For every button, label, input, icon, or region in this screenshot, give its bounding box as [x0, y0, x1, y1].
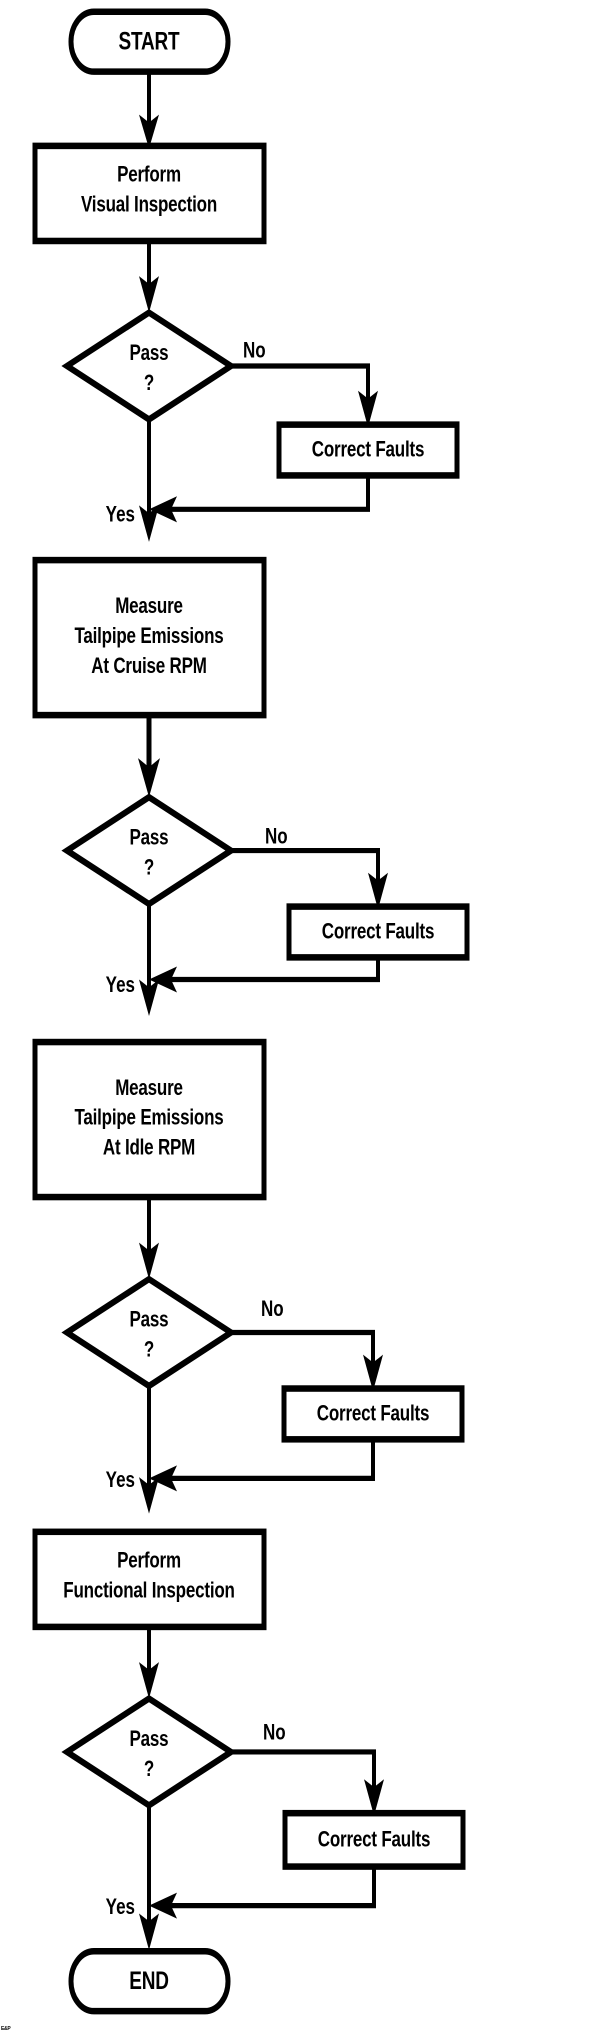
node-decision2-line2: ? [144, 856, 154, 881]
node-measure-cruise[interactable]: Measure Tailpipe Emissions At Cruise RPM [32, 556, 267, 719]
node-start-label: START [119, 27, 181, 55]
node-correct-faults-2-label: Correct Faults [322, 919, 435, 944]
node-measure-idle[interactable]: Measure Tailpipe Emissions At Idle RPM [32, 1038, 267, 1201]
node-correct-faults-3[interactable]: Correct Faults [281, 1385, 465, 1443]
connector-visual-to-decision1 [139, 240, 159, 313]
connector-correct2-return [149, 957, 380, 993]
connector-correct4-return [149, 1866, 376, 1919]
node-decision1-line1: Pass [130, 341, 169, 366]
node-decision1[interactable]: Pass ? [61, 308, 237, 424]
node-correct-faults-3-label: Correct Faults [317, 1401, 430, 1426]
edge-label-yes1: Yes [106, 503, 135, 528]
node-measure-cruise-line1: Measure [115, 594, 183, 619]
connector-decision2-yes [139, 903, 159, 1016]
connector-correct3-return [149, 1439, 375, 1492]
connector-functional-to-decision4 [139, 1626, 159, 1699]
connector-decision3-no [231, 1329, 383, 1392]
watermark-text: E&P [1, 2026, 11, 2032]
node-functional-inspection-line2: Functional Inspection [63, 1579, 234, 1604]
node-end[interactable]: END [68, 1947, 231, 2015]
node-measure-idle-line1: Measure [115, 1076, 183, 1101]
node-functional-inspection[interactable]: Perform Functional Inspection [32, 1528, 267, 1631]
node-measure-idle-line2: Tailpipe Emissions [74, 1106, 223, 1131]
node-measure-cruise-line2: Tailpipe Emissions [74, 624, 223, 649]
connector-decision4-no [231, 1749, 384, 1816]
node-decision3-line1: Pass [130, 1308, 169, 1333]
node-correct-faults-1-label: Correct Faults [312, 437, 425, 462]
connector-decision1-no [231, 363, 378, 428]
connector-decision4-yes [139, 1805, 159, 1950]
node-decision1-line2: ? [144, 371, 154, 396]
node-measure-cruise-line3: At Cruise RPM [91, 654, 206, 679]
connector-start-to-visual [139, 71, 159, 149]
node-decision3-line2: ? [144, 1338, 154, 1363]
node-decision3[interactable]: Pass ? [61, 1275, 237, 1390]
node-visual-inspection-line1: Perform [117, 163, 181, 188]
node-correct-faults-4-label: Correct Faults [318, 1827, 431, 1852]
connector-decision1-yes [139, 419, 159, 542]
node-measure-idle-line3: At Idle RPM [103, 1136, 195, 1161]
node-decision2[interactable]: Pass ? [61, 793, 237, 908]
edge-label-yes2: Yes [106, 973, 135, 998]
node-decision4[interactable]: Pass ? [61, 1694, 237, 1809]
edge-label-no2: No [265, 824, 288, 849]
node-decision2-line1: Pass [130, 826, 169, 851]
node-correct-faults-1[interactable]: Correct Faults [276, 421, 460, 479]
connector-decision2-no [231, 847, 388, 910]
node-correct-faults-4[interactable]: Correct Faults [282, 1809, 466, 1870]
connector-correct1-return [149, 475, 370, 523]
node-visual-inspection-line2: Visual Inspection [81, 193, 217, 218]
connector-idle-to-decision3 [139, 1197, 159, 1280]
edge-label-yes4: Yes [106, 1895, 135, 1920]
node-functional-inspection-line1: Perform [117, 1549, 181, 1574]
edge-label-no4: No [263, 1720, 286, 1745]
node-decision4-line2: ? [144, 1757, 154, 1782]
edge-label-no1: No [243, 338, 266, 363]
edge-label-yes3: Yes [106, 1468, 135, 1493]
connector-cruise-to-decision2 [138, 715, 160, 798]
edge-label-no3: No [261, 1297, 284, 1322]
connector-decision3-yes [139, 1385, 159, 1514]
node-visual-inspection[interactable]: Perform Visual Inspection [32, 142, 267, 245]
node-decision4-line1: Pass [130, 1727, 169, 1752]
node-end-label: END [129, 1967, 168, 1995]
node-correct-faults-2[interactable]: Correct Faults [286, 903, 470, 961]
node-start[interactable]: START [68, 8, 231, 75]
